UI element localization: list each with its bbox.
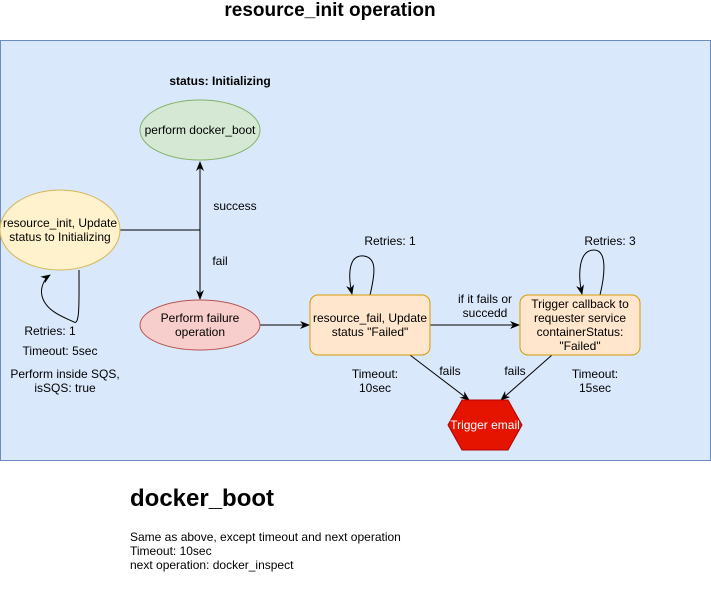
callback-to-email-edge	[500, 354, 553, 401]
resource-init-node-shape	[0, 189, 121, 271]
failure-op-node: Perform failure operation	[160, 311, 240, 339]
section-title: docker_boot	[130, 485, 275, 512]
init-timeout-label: Timeout: 5sec	[22, 344, 98, 358]
section-line-1: Same as above, except timeout and next o…	[130, 530, 401, 544]
diagram-title: resource_init operation	[224, 0, 436, 21]
docker-boot-node-shape	[139, 99, 261, 161]
trigger-email-node-shape	[447, 399, 523, 451]
callback-node: Trigger callback to requester service co…	[531, 297, 629, 353]
resource-fail-node-shape	[309, 294, 431, 356]
resource-fail-node: resource_fail, Update status "Failed"	[312, 311, 428, 339]
callback-retry-loop	[576, 249, 605, 296]
fails-label-2: fails	[504, 364, 526, 378]
status-label: status: Initializing	[169, 74, 271, 88]
failure-op-node-shape	[139, 299, 261, 351]
docker-boot-node: perform docker_boot	[144, 123, 256, 137]
callback-timeout-label: Timeout: 15sec	[571, 367, 619, 395]
trigger-email-node: Trigger email	[450, 418, 520, 432]
fails-label-1: fails	[439, 364, 461, 378]
init-retries-label: Retries: 1	[24, 324, 76, 338]
resource-fail-to-email-edge	[409, 354, 470, 401]
section-line-3: next operation: docker_inspect	[130, 558, 294, 572]
resource-fail-retry-loop	[346, 255, 375, 296]
resource-fail-timeout-label: Timeout: 10sec	[351, 367, 399, 395]
if-fails-or-succeed-label: if it fails or succedd	[457, 292, 512, 320]
callback-node-shape	[519, 294, 641, 356]
fail-edge-label: fail	[212, 254, 228, 268]
callback-retries-label: Retries: 3	[584, 234, 636, 248]
resource-fail-retries-label: Retries: 1	[364, 234, 416, 248]
init-sqs-label: Perform inside SQS, isSQS: true	[10, 367, 120, 395]
init-retry-loop	[40, 269, 80, 323]
success-edge-label: success	[213, 199, 257, 213]
section-line-2: Timeout: 10sec	[130, 544, 212, 558]
resource-init-node: resource_init, Update status to Initiali…	[2, 216, 118, 244]
